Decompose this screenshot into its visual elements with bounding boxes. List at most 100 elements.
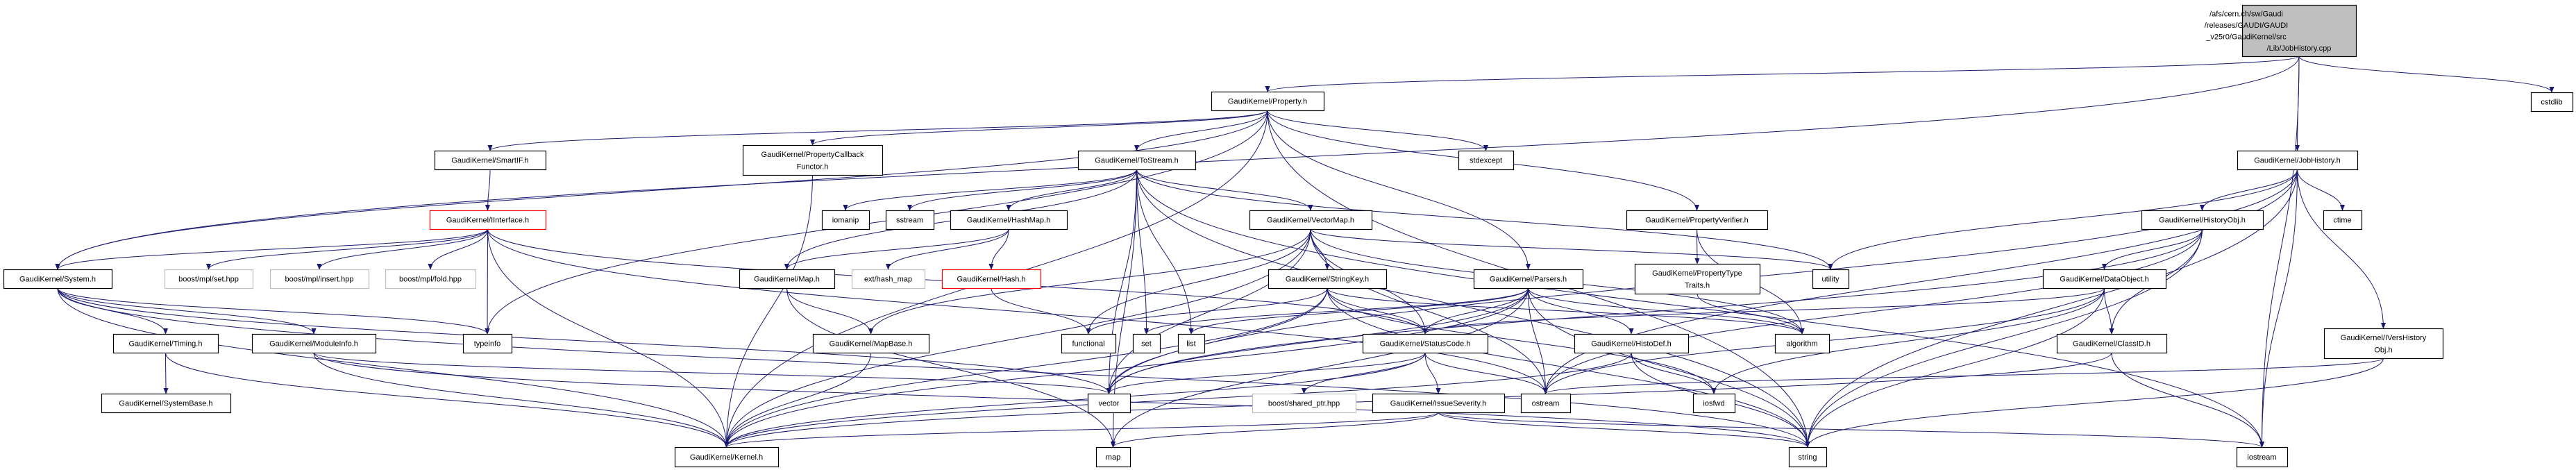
node-box [2323,210,2363,230]
edge-vectormap-to-mapbase [868,228,1311,335]
node-sstream[interactable]: sstream [885,210,935,230]
node-ctime[interactable]: ctime [2323,210,2363,230]
node-statuscode[interactable]: GaudiKernel/StatusCode.h [1362,333,1489,354]
edge-interface-to-mplfold [428,228,488,270]
node-sharedptr[interactable]: boost/shared_ptr.hpp [1252,393,1357,414]
node-hash[interactable]: GaudiKernel/Hash.h [941,269,1042,289]
node-label: functional [1072,340,1104,349]
node-tostream[interactable]: GaudiKernel/ToStream.h [1077,150,1197,171]
node-system[interactable]: GaudiKernel/System.h [3,269,113,289]
node-label: Functor.h [797,162,829,171]
node-mplset[interactable]: boost/mpl/set.hpp [164,269,254,289]
node-iomanip[interactable]: iomanip [821,210,870,230]
node-stringkey[interactable]: GaudiKernel/StringKey.h [1268,269,1388,289]
node-label: GaudiKernel/Timing.h [129,340,203,349]
node-hashmap[interactable]: GaudiKernel/HashMap.h [950,210,1068,230]
node-typeinfo[interactable]: typeinfo [462,333,513,354]
node-box [1692,393,1736,414]
edge-root-to-iostream [2259,56,2300,448]
node-classid[interactable]: GaudiKernel/ClassID.h [2056,333,2168,354]
node-parsers[interactable]: GaudiKernel/Parsers.h [1473,269,1584,289]
edge-tostream-to-vectormap [1136,169,1313,211]
node-label: boost/mpl/set.hpp [178,276,239,284]
node-map[interactable]: map [1095,446,1131,468]
node-smartif[interactable]: GaudiKernel/SmartIF.h [434,150,547,171]
node-label: GaudiKernel/Hash.h [957,276,1025,284]
node-label: /afs/cern.ch/sw/Gaudi [2209,10,2283,18]
node-string[interactable]: string [1788,446,1828,468]
edge-statuscode-to-vector [1106,352,1426,394]
node-vector[interactable]: vector [1087,393,1131,414]
node-moduleinfo[interactable]: GaudiKernel/ModuleInfo.h [251,333,377,354]
node-box [742,144,884,176]
node-exthashmap[interactable]: ext/hash_map [851,269,926,289]
edge-parsers-to-histodef [1528,287,1634,335]
edge-hashmap-to-exthashmap [885,228,1009,270]
edge-timing-to-systembase [163,352,169,394]
edge-jobhistory-to-ivershistory [2297,169,2386,329]
node-issueseverity[interactable]: GaudiKernel/IssueSeverity.h [1372,393,1506,414]
node-kernel[interactable]: GaudiKernel/Kernel.h [674,446,780,468]
node-utility[interactable]: utility [1812,269,1850,289]
edge-property-to-tostream [1134,110,1268,151]
edge-historyobj-to-dataobject [2101,228,2203,270]
node-label: ostream [1532,400,1560,408]
node-label: stdexcept [1470,157,1502,165]
node-systembase[interactable]: GaudiKernel/SystemBase.h [101,393,232,414]
edge-tostream-to-hashmap [1006,169,1137,211]
node-functional[interactable]: functional [1061,333,1117,354]
edge-property-to-typeinfo [485,110,1268,335]
node-historyobj[interactable]: GaudiKernel/HistoryObj.h [2141,210,2264,230]
node-algorithm[interactable]: algorithm [1774,333,1830,354]
node-box [2241,4,2357,58]
node-label: GaudiKernel/DataObject.h [2060,276,2148,284]
node-set[interactable]: set [1132,333,1161,354]
node-timing[interactable]: GaudiKernel/Timing.h [112,333,219,354]
edge-statuscode-to-issueseverity [1424,352,1441,394]
node-label: boost/mpl/insert.hpp [285,276,353,284]
node-box [885,210,935,230]
node-box [1087,393,1131,414]
node-list[interactable]: list [1177,333,1206,354]
edge-system-to-kernel [57,287,730,448]
node-property[interactable]: GaudiKernel/Property.h [1211,91,1325,112]
edge-dataobject-to-string [1805,287,2105,448]
node-label: set [1141,340,1152,349]
node-ostream[interactable]: ostream [1520,393,1572,414]
node-map_h[interactable]: GaudiKernel/Map.h [739,269,836,289]
node-vectormap[interactable]: GaudiKernel/VectorMap.h [1249,210,1373,230]
node-jobhistory[interactable]: GaudiKernel/JobHistory.h [2237,150,2359,171]
edge-hashmap-to-map_h [784,228,1009,270]
node-mplinsert[interactable]: boost/mpl/insert.hpp [269,269,370,289]
node-box [950,210,1068,230]
node-box [429,210,547,230]
edge-interface-to-ostream [487,228,1548,394]
node-stdexcept[interactable]: stdexcept [1458,150,1515,171]
node-iosfwd[interactable]: iosfwd [1692,393,1736,414]
edge-root-to-cstdlib [2298,56,2554,93]
node-cstdlib[interactable]: cstdlib [2530,92,2574,112]
node-root[interactable]: /afs/cern.ch/sw/Gaudi/releases/GAUDI/GAU… [2205,4,2357,58]
edge-interface-to-typeinfo [485,228,490,335]
node-dataobject[interactable]: GaudiKernel/DataObject.h [2042,269,2167,289]
node-propverifier[interactable]: GaudiKernel/PropertyVerifier.h [1626,210,1769,230]
node-histodef[interactable]: GaudiKernel/HistoDef.h [1574,333,1690,354]
node-mapbase[interactable]: GaudiKernel/MapBase.h [812,333,930,354]
edge-issueseverity-to-iostream [1438,412,2264,448]
edge-timing-to-kernel [165,352,730,448]
node-interface[interactable]: GaudiKernel/IInterface.h [429,210,547,230]
edge-statuscode-to-kernel [724,352,1426,448]
edge-tostream-to-utility [1136,169,1833,270]
node-label: typeinfo [474,340,501,349]
node-iostream[interactable]: iostream [2236,446,2289,468]
node-box [2236,446,2289,468]
edge-system-to-typeinfo [57,287,490,335]
node-box [1520,393,1572,414]
edge-tostream-to-vector [1106,169,1137,394]
node-box [1788,446,1828,468]
edge-jobhistory-to-iostream [2259,169,2298,448]
node-mplfold[interactable]: boost/mpl/fold.hpp [385,269,477,289]
